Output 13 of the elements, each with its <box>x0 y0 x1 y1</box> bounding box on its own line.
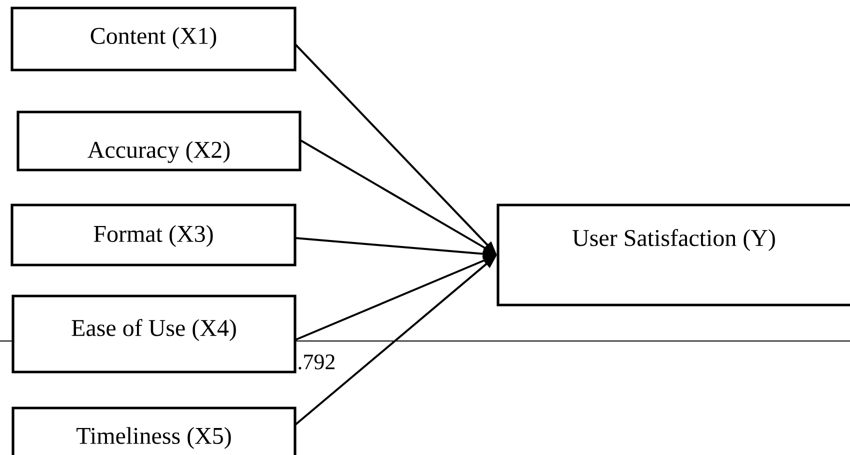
box-label: Accuracy (X2) <box>88 141 230 163</box>
box-label: User Satisfaction (Y) <box>572 229 775 251</box>
variable-box <box>10 204 296 266</box>
variable-box <box>10 6 296 72</box>
box-label: Content (X1) <box>90 27 216 49</box>
variable-box <box>12 406 296 455</box>
variable-box <box>12 294 296 374</box>
value-label: .792 <box>298 354 334 370</box>
box-label: Timeliness (X5) <box>76 427 231 449</box>
variable-box <box>496 204 850 306</box>
box-label: Ease of Use (X4) <box>72 319 236 341</box>
box-label: Format (X3) <box>94 225 213 247</box>
variable-box <box>16 110 302 172</box>
